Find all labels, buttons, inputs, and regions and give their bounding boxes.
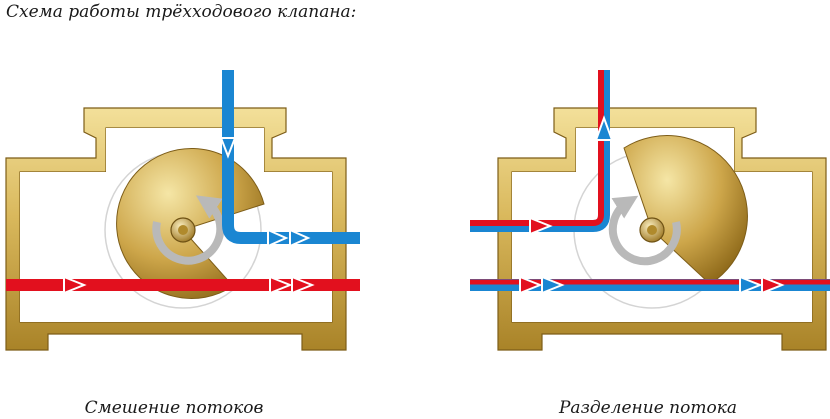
rotation-arrow-icon [152,195,225,265]
mixing-valve [5,70,360,351]
valve-rotor [623,135,748,285]
splitting-valve [470,70,830,351]
flow-arrow-icon [519,115,785,295]
flow-arrow-icon [63,137,315,295]
rotation-arrow-icon [608,195,681,266]
cold-flow-pipe [222,70,360,244]
diagram-title: Схема работы трёхходового клапана: [6,2,357,22]
caption-splitting: Разделение потока [558,398,738,418]
caption-mixing: Смешение потоков [84,398,264,418]
